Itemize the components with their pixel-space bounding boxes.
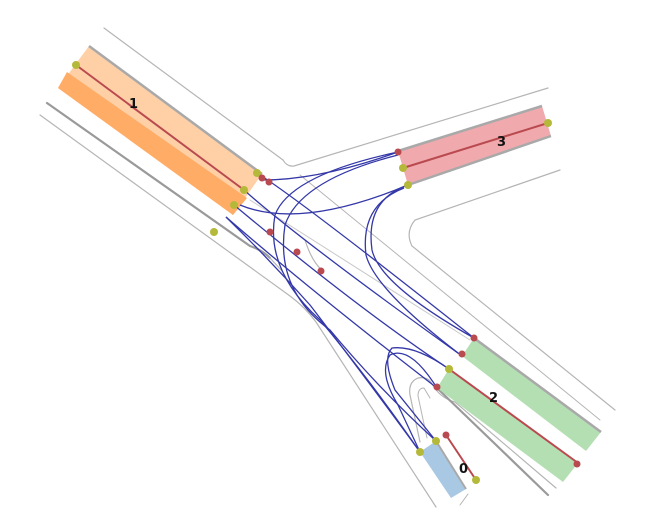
connector-1-to-0	[225, 216, 421, 453]
road-0-centerline	[445, 434, 477, 481]
road-0-east-edge	[435, 440, 467, 490]
curb-road3-south	[408, 169, 616, 411]
road-1: 1	[58, 44, 263, 215]
endpoint-yellow	[472, 476, 480, 484]
curb-road0-east	[459, 493, 469, 506]
road-2-label: 2	[489, 391, 498, 406]
connector-3-to-2b	[364, 187, 463, 357]
curb-right-arm-inner	[299, 174, 601, 421]
connector-1-to-2b	[243, 189, 463, 357]
endpoint-yellow	[544, 119, 552, 127]
endpoint-red	[265, 178, 273, 186]
road-1-north-edge	[88, 44, 263, 176]
endpoint-red	[470, 334, 478, 342]
road-2-lane-b	[437, 369, 578, 482]
endpoint-yellow	[432, 437, 440, 445]
connector-1-to-2c	[233, 204, 450, 370]
curb-road0-west	[39, 114, 437, 508]
road-3-south-edge	[407, 134, 552, 187]
endpoint-yellow	[416, 448, 424, 456]
road-3-label: 3	[497, 135, 506, 150]
connector-1-to-3b	[239, 184, 409, 215]
connector-2-to-0	[384, 352, 438, 453]
endpoint-red	[433, 383, 441, 391]
curb-road3-north	[282, 87, 549, 167]
curb-road2-south-dark	[435, 386, 550, 497]
connector-2-to-0b	[387, 347, 450, 442]
island-outer	[409, 377, 557, 489]
road-3: 3	[397, 104, 552, 187]
endpoint-yellow	[399, 164, 407, 172]
connector-1-to-2d	[225, 216, 438, 389]
endpoint-yellow	[210, 228, 218, 236]
lane-divider	[249, 199, 471, 341]
road-1-accent-lane	[58, 72, 247, 215]
road-0-label: 0	[459, 462, 468, 477]
endpoint-yellow	[404, 181, 412, 189]
road-2-lane-a	[462, 338, 601, 451]
road-2-centerline	[448, 368, 579, 464]
curb-lines	[39, 27, 616, 508]
curb-corner	[269, 257, 284, 273]
road-3-centerline	[402, 122, 549, 169]
endpoint-yellow	[445, 365, 453, 373]
endpoint-yellow	[72, 61, 80, 69]
road-2: 2	[437, 336, 602, 482]
curb-road1-north	[103, 27, 284, 161]
island-inner	[417, 387, 431, 439]
endpoint-markers	[72, 61, 581, 484]
endpoint-red	[317, 267, 325, 275]
road-1-label: 1	[129, 97, 138, 112]
endpoint-yellow	[253, 169, 261, 177]
endpoint-red	[258, 174, 266, 182]
connector-3-to-0a	[272, 151, 421, 453]
road-0-body	[420, 441, 466, 498]
road-2-north-edge	[473, 336, 602, 434]
endpoint-red	[266, 228, 274, 236]
road-3-north-edge	[397, 104, 543, 153]
endpoint-red	[442, 431, 450, 439]
connector-3-to-2a	[370, 184, 475, 339]
road-0: 0	[420, 434, 477, 498]
connector-lanes	[225, 151, 475, 453]
road-1-body	[58, 46, 262, 215]
connector-1-to-3a	[261, 151, 399, 181]
endpoint-yellow	[230, 201, 238, 209]
endpoint-red	[458, 350, 466, 358]
endpoint-yellow	[240, 186, 248, 194]
connector-3-to-0b	[282, 154, 437, 442]
endpoint-red	[394, 148, 402, 156]
endpoint-red	[293, 248, 301, 256]
endpoint-red	[573, 460, 581, 468]
road-1-centerline	[75, 64, 245, 191]
